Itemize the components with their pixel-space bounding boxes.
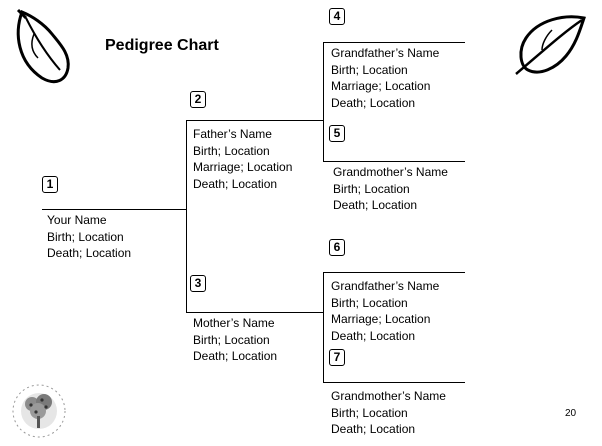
right-leaf-icon (515, 15, 586, 75)
death-line: Death; Location (331, 328, 416, 343)
line-1 (42, 209, 187, 210)
line-5 (323, 161, 465, 162)
death-line: Death; Location (193, 176, 278, 191)
person-number-box-6: 6 (329, 239, 345, 256)
person-number-box-7: 7 (329, 349, 345, 366)
person-entry-1: Your Name Birth; Location Death; Locatio… (47, 212, 131, 262)
line-3-branch (323, 272, 324, 383)
left-leaf-icon (16, 8, 70, 84)
person-number-box-2: 2 (190, 91, 206, 108)
birth-line: Birth; Location (331, 295, 408, 310)
death-line: Death; Location (331, 95, 416, 110)
birth-line: Birth; Location (331, 62, 408, 77)
death-line: Death; Location (333, 198, 418, 212)
death-line: Death; Location (47, 246, 132, 260)
death-line: Death; Location (193, 349, 278, 363)
birth-line: Birth; Location (193, 332, 270, 347)
person-number-box-3: 3 (190, 275, 206, 292)
person-name: Mother’s Name (193, 316, 275, 330)
person-entry-6: Grandfather’s Name Birth; Location Marri… (331, 278, 439, 344)
line-2-branch (323, 42, 324, 162)
person-entry-2: Father’s Name Birth; Location Marriage; … (193, 126, 292, 192)
line-3 (186, 312, 324, 313)
line-7 (323, 382, 465, 383)
line-2 (186, 120, 324, 121)
birth-line: Birth; Location (47, 229, 124, 244)
person-name: Grandmother’s Name (333, 165, 448, 179)
page-number: 20 (565, 408, 577, 419)
genealogical-society-logo-icon (12, 384, 66, 438)
death-line: Death; Location (331, 422, 416, 436)
person-name: Your Name (47, 213, 107, 227)
birth-line: Birth; Location (331, 405, 408, 420)
person-entry-3: Mother’s Name Birth; Location Death; Loc… (193, 315, 277, 365)
person-number-box-1: 1 (42, 176, 58, 193)
line-6 (323, 272, 465, 273)
person-name: Father’s Name (193, 127, 272, 141)
person-name: Grandfather’s Name (331, 279, 440, 293)
person-name: Grandfather’s Name (331, 46, 440, 60)
person-entry-4: Grandfather’s Name Birth; Location Marri… (331, 45, 439, 111)
person-entry-5: Grandmother’s Name Birth; Location Death… (333, 164, 448, 214)
page-title: Pedigree Chart (105, 37, 219, 54)
marriage-line: Marriage; Location (331, 312, 431, 326)
line-1-branch (186, 120, 187, 313)
person-entry-7: Grandmother’s Name Birth; Location Death… (331, 388, 446, 438)
birth-line: Birth; Location (193, 143, 270, 158)
person-number-box-4: 4 (329, 8, 345, 25)
marriage-line: Marriage; Location (193, 160, 293, 174)
marriage-line: Marriage; Location (331, 79, 431, 93)
birth-line: Birth; Location (333, 181, 410, 196)
line-4 (323, 42, 465, 43)
person-number-box-5: 5 (329, 125, 345, 142)
person-name: Grandmother’s Name (331, 389, 446, 403)
